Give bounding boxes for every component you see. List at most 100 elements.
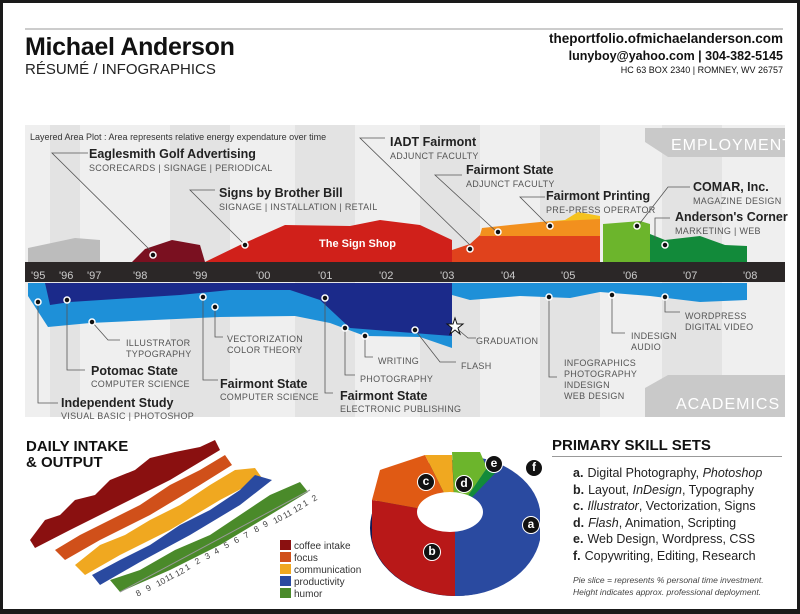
skill-letter: d. xyxy=(573,515,585,530)
job-title: Anderson's Corner xyxy=(675,210,788,224)
graduation-star-icon xyxy=(445,316,465,336)
legend-swatch xyxy=(280,564,291,574)
skill-note: PHOTOGRAPHY xyxy=(360,374,434,384)
school-detail: ELECTRONIC PUBLISHING xyxy=(340,404,462,414)
year-label: '98 xyxy=(133,270,148,282)
legend-swatch xyxy=(280,588,291,598)
job-detail: ADJUNCT FACULTY xyxy=(390,151,479,161)
website-link[interactable]: theportfolio.ofmichaelanderson.com xyxy=(548,31,783,46)
skill-text: Copywriting, Editing, Research xyxy=(584,548,756,563)
skills-title: PRIMARY SKILL SETS xyxy=(552,437,711,454)
page-subtitle: RÉSUMÉ / INFOGRAPHICS xyxy=(25,61,216,78)
academics-label: ACADEMICS xyxy=(676,396,781,413)
job-title-sign-shop: The Sign Shop xyxy=(319,238,396,250)
address: HC 63 BOX 2340 | ROMNEY, WV 26757 xyxy=(620,65,783,75)
school-detail: COMPUTER SCIENCE xyxy=(220,392,319,402)
legend-label: focus xyxy=(294,553,318,564)
milestone-dots xyxy=(34,222,669,340)
job-detail: ADJUNCT FACULTY xyxy=(466,179,555,189)
skills-note-2: Height indicates approx. professional de… xyxy=(573,587,762,597)
legend-swatch xyxy=(280,576,291,586)
legend: coffee intake focus communication produc… xyxy=(280,540,361,600)
slice-label: b xyxy=(423,543,441,561)
skill-note: WRITING xyxy=(378,356,420,366)
slice-label: a xyxy=(522,516,540,534)
skill-letter: f. xyxy=(573,548,581,563)
year-label: '99 xyxy=(193,270,208,282)
year-label: '06 xyxy=(623,270,638,282)
skill-rest: , Vectorization, Signs xyxy=(638,499,756,513)
skill-note: PHOTOGRAPHY xyxy=(564,369,638,379)
skills-note-1: Pie slice = represents % personal time i… xyxy=(573,575,764,585)
skill-letter: b. xyxy=(573,482,585,497)
ribbon-chart xyxy=(30,440,311,593)
skill-em: Photoshop xyxy=(702,466,763,480)
legend-item: humor xyxy=(280,588,361,600)
job-title: Eaglesmith Golf Advertising xyxy=(89,147,256,161)
legend-item: productivity xyxy=(280,576,361,588)
year-label: '08 xyxy=(743,270,758,282)
legend-label: coffee intake xyxy=(294,541,351,552)
skills-donut xyxy=(370,452,540,597)
skill-note: WEB DESIGN xyxy=(564,391,625,401)
skill-note: INDESIGN xyxy=(631,331,677,341)
employment-badge xyxy=(645,128,785,157)
legend-item: focus xyxy=(280,552,361,564)
timeline-note: Layered Area Plot : Area represents rela… xyxy=(30,132,327,142)
skills-list: a.Digital Photography, Photoshop b.Layout… xyxy=(573,465,762,564)
skill-em: Flash xyxy=(588,515,619,530)
legend-item: coffee intake xyxy=(280,540,361,552)
job-title: Signs by Brother Bill xyxy=(219,186,343,200)
skill-text: Layout, xyxy=(588,482,633,497)
slice-label: f xyxy=(525,459,543,477)
legend-label: communication xyxy=(294,565,362,576)
year-label: '96 xyxy=(59,270,74,282)
skill-note: ILLUSTRATOR xyxy=(126,338,191,348)
skill-item: e.Web Design, Wordpress, CSS xyxy=(573,531,762,548)
skill-item: b.Layout, InDesign, Typography xyxy=(573,482,762,499)
employment-label: EMPLOYMENT xyxy=(671,137,794,154)
year-label: '95 xyxy=(31,270,46,282)
skill-note: INDESIGN xyxy=(564,380,610,390)
skill-note: VECTORIZATION xyxy=(227,334,304,344)
year-label: '00 xyxy=(256,270,271,282)
skill-text: Web Design, Wordpress, CSS xyxy=(587,532,756,546)
skill-note: FLASH xyxy=(461,361,492,371)
person-name: Michael Anderson xyxy=(25,33,235,61)
job-detail: SCORECARDS | SIGNAGE | PERIODICAL xyxy=(89,163,273,173)
job-title: IADT Fairmont xyxy=(390,135,477,149)
legend-label: humor xyxy=(294,589,323,600)
skill-item: d.Flash, Animation, Scripting xyxy=(573,515,762,532)
skill-letter: c. xyxy=(573,499,584,513)
year-axis xyxy=(25,262,785,282)
skill-note: GRADUATION xyxy=(476,336,539,346)
school-detail: COMPUTER SCIENCE xyxy=(91,379,190,389)
job-title: Fairmont State xyxy=(466,163,554,177)
skill-note: AUDIO xyxy=(631,342,662,352)
skill-note: DIGITAL VIDEO xyxy=(685,322,754,332)
skill-em: Illustrator xyxy=(587,499,639,513)
job-detail: MARKETING | WEB xyxy=(675,226,761,236)
year-label: '03 xyxy=(440,270,455,282)
academics-areas xyxy=(28,283,747,348)
legend-swatch xyxy=(280,552,291,562)
legend-label: productivity xyxy=(294,577,345,588)
school-title: Fairmont State xyxy=(340,389,428,403)
year-label: '02 xyxy=(379,270,394,282)
employment-areas xyxy=(28,212,747,262)
slice-label: c xyxy=(417,473,435,491)
academics-badge xyxy=(645,375,785,417)
skill-em: InDesign xyxy=(632,482,682,497)
school-detail: VISUAL BASIC | PHOTOSHOP xyxy=(61,411,195,421)
skill-text: Digital Photography, xyxy=(587,466,703,480)
slice-label: e xyxy=(485,455,503,473)
timeline-graphics xyxy=(25,28,785,597)
skill-note: INFOGRAPHICS xyxy=(564,358,637,368)
year-label: '07 xyxy=(683,270,698,282)
skill-rest: , Typography xyxy=(681,482,754,497)
job-title: COMAR, Inc. xyxy=(693,180,769,194)
job-detail: MAGAZINE DESIGN xyxy=(693,196,782,206)
skill-rest: , Animation, Scripting xyxy=(618,515,737,530)
year-label: '05 xyxy=(561,270,576,282)
skill-letter: a. xyxy=(573,466,584,480)
